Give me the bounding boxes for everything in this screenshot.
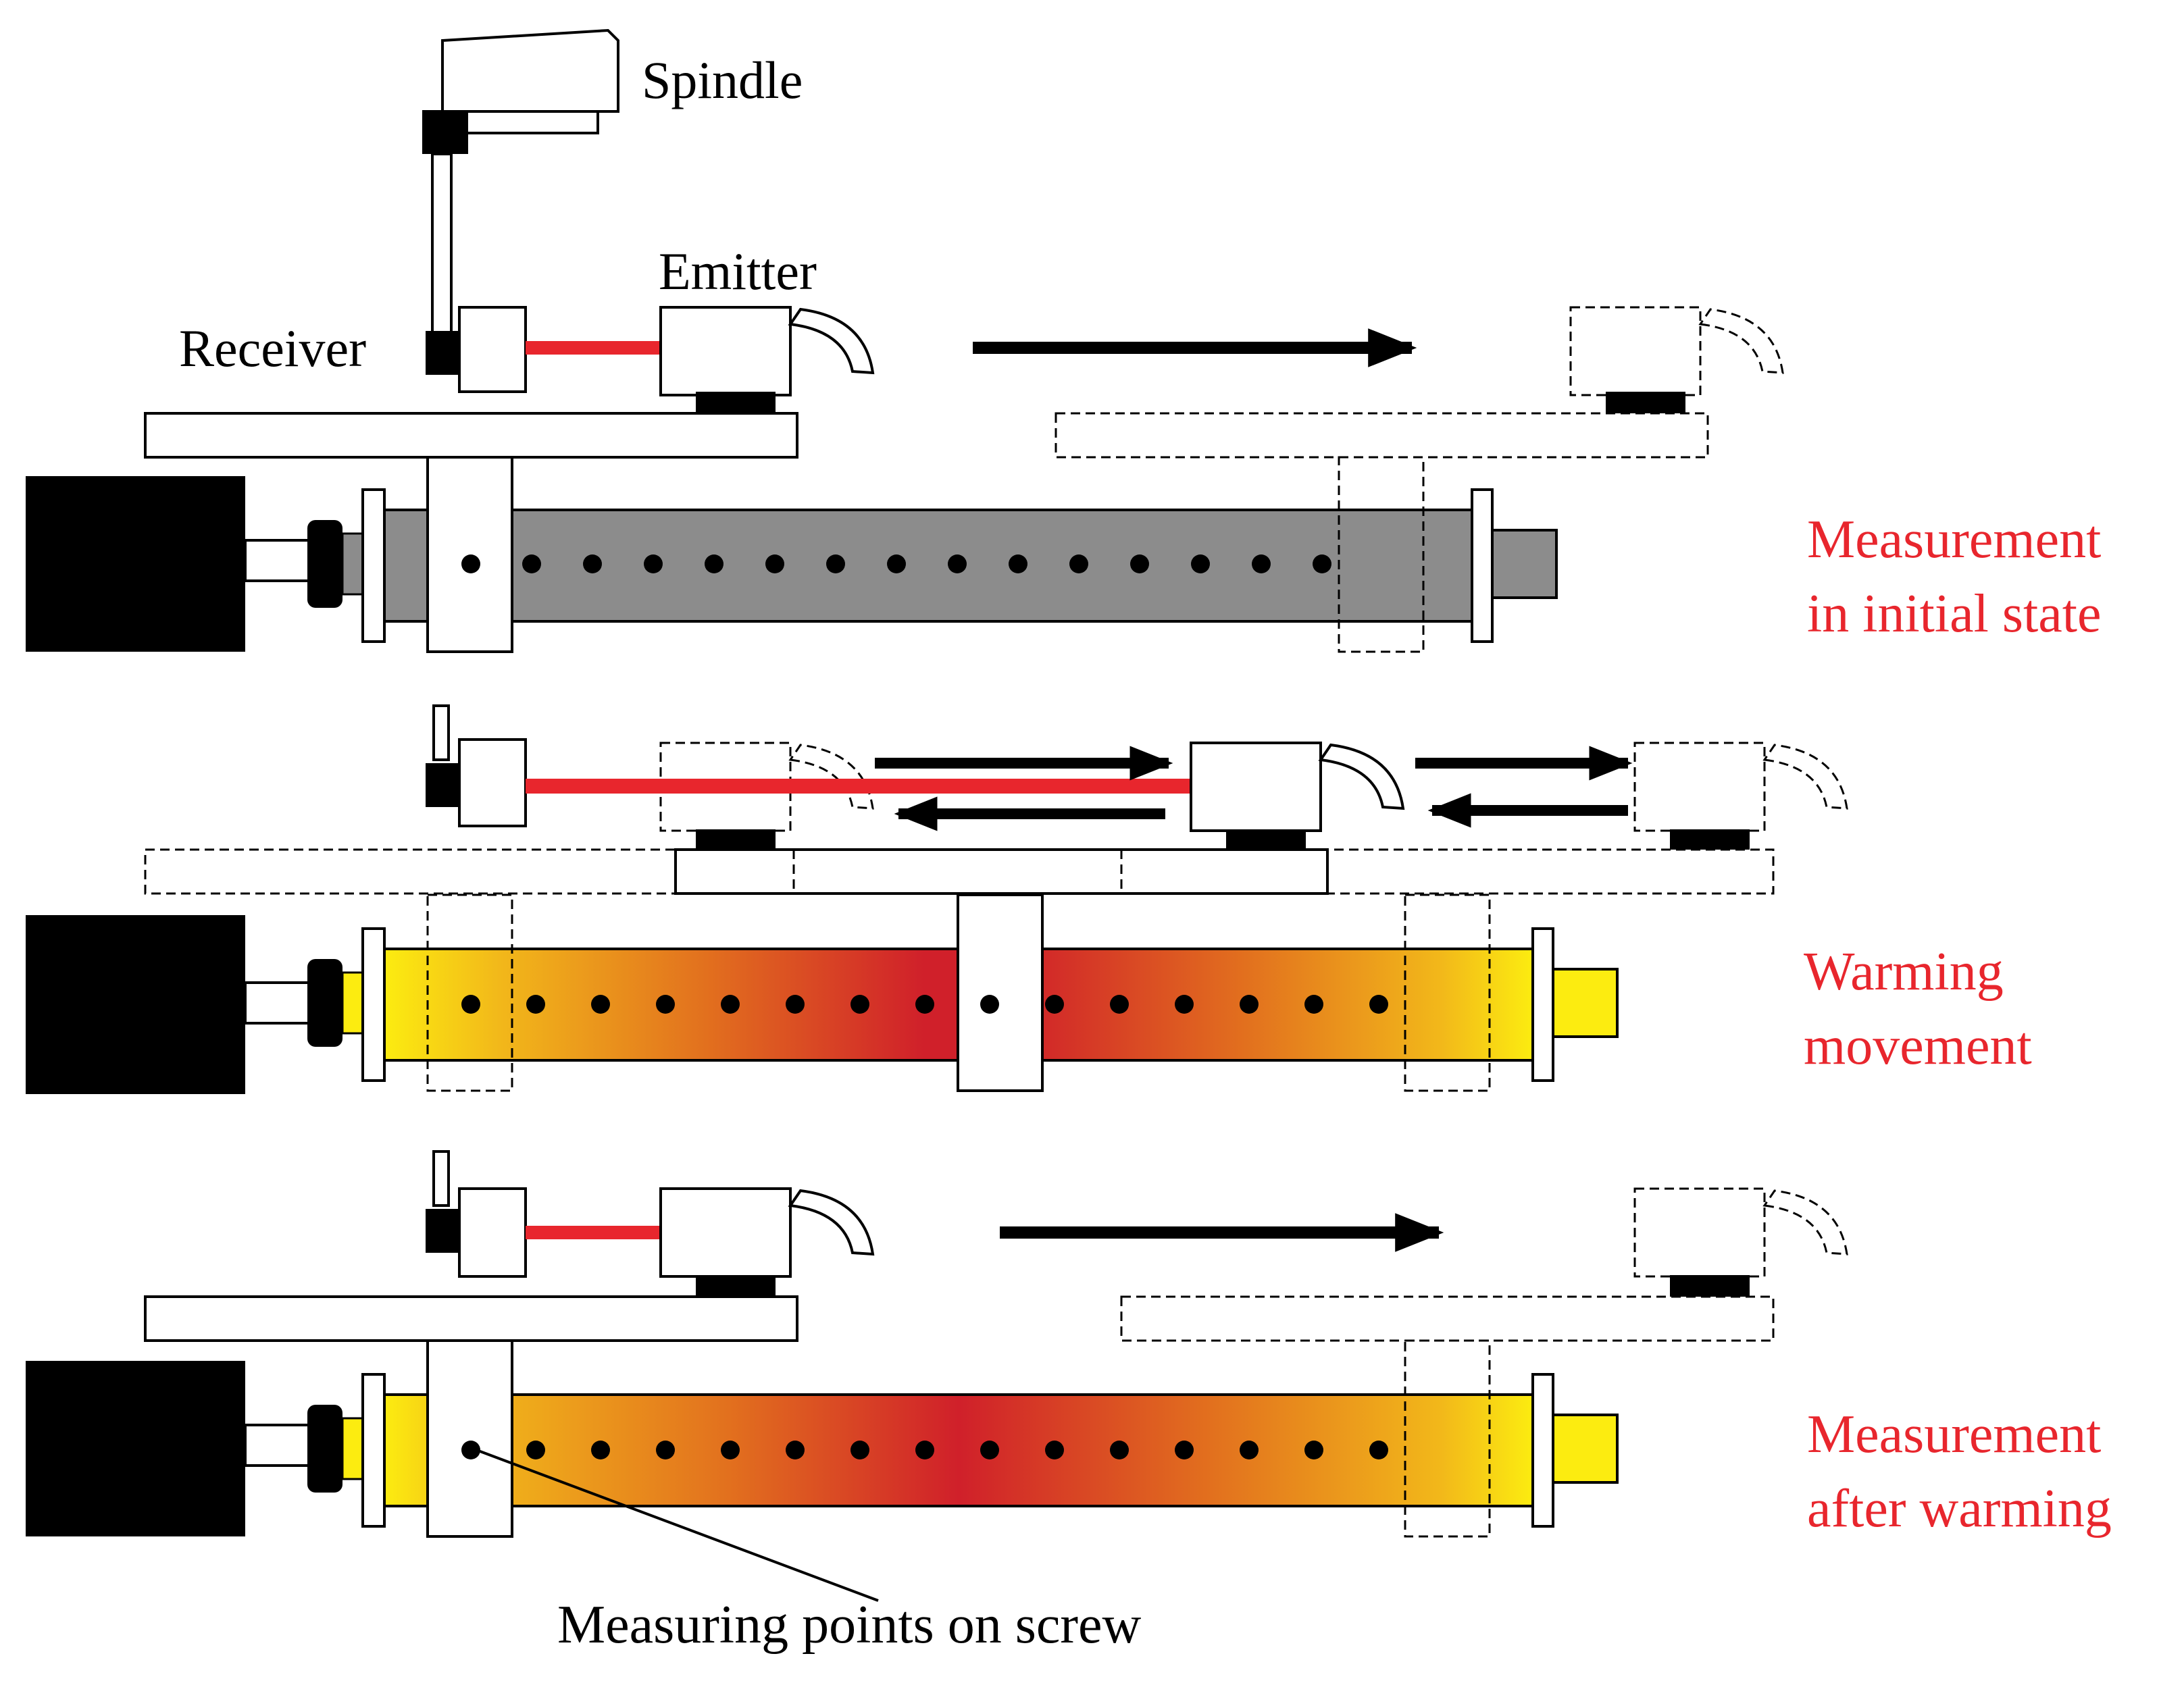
measuring-point xyxy=(850,1441,869,1459)
nut-after xyxy=(426,1339,513,1538)
measuring-point xyxy=(786,995,805,1014)
laser-beam xyxy=(526,341,661,355)
stage-after-label-line1: Measurement xyxy=(1807,1405,2101,1464)
emitter-warming xyxy=(1190,742,1322,832)
spindle-label: Spindle xyxy=(642,51,803,109)
measuring-point xyxy=(980,1441,999,1459)
emitter-ghost xyxy=(1569,306,1784,396)
measuring-point xyxy=(1240,1441,1259,1459)
stage-after: Measuring points on screw Measurement af… xyxy=(26,1150,2112,1655)
measuring-points-leader xyxy=(472,1447,879,1602)
measuring-point xyxy=(1369,1441,1388,1459)
measuring-point xyxy=(948,554,967,573)
laser-beam-warming xyxy=(526,779,1191,794)
receiver xyxy=(426,306,527,393)
nut-ghost xyxy=(1338,456,1425,653)
measuring-point xyxy=(1009,554,1027,573)
measuring-point xyxy=(721,1441,740,1459)
spindle xyxy=(422,28,619,334)
measuring-points-after xyxy=(461,1441,1388,1459)
receiver-label: Receiver xyxy=(179,319,366,378)
stage-warming: Warming movement xyxy=(26,704,2032,1094)
measuring-point xyxy=(656,995,675,1014)
stage-initial: Spindle Receiver Emitter xyxy=(26,28,2101,653)
measuring-points-label: Measuring points on screw xyxy=(557,1595,1142,1655)
measuring-point xyxy=(915,1441,934,1459)
measuring-point xyxy=(1045,995,1064,1014)
screw-cold xyxy=(383,509,1473,623)
carriage-plate-warming xyxy=(674,848,1329,895)
measuring-point xyxy=(786,1441,805,1459)
measuring-point xyxy=(1130,554,1149,573)
receiver-warming xyxy=(458,738,527,827)
measuring-point xyxy=(1252,554,1271,573)
motor-block xyxy=(26,1361,245,1536)
emitter-label: Emitter xyxy=(659,242,817,301)
nut-warming xyxy=(957,894,1044,1092)
motor-block xyxy=(26,476,245,652)
measuring-point xyxy=(1240,995,1259,1014)
carriage-plate-ghost xyxy=(1055,412,1709,459)
measuring-point xyxy=(1304,995,1323,1014)
stage-initial-label-line2: in initial state xyxy=(1807,584,2101,644)
measuring-point xyxy=(915,995,934,1014)
measuring-point xyxy=(721,995,740,1014)
measuring-point xyxy=(522,554,541,573)
measuring-point xyxy=(1313,554,1331,573)
measuring-point xyxy=(887,554,906,573)
measuring-point xyxy=(765,554,784,573)
nut xyxy=(426,456,513,653)
measuring-point xyxy=(644,554,663,573)
receiver-after xyxy=(458,1187,527,1278)
carriage-plate xyxy=(144,412,798,459)
measuring-point xyxy=(1191,554,1210,573)
motor-block xyxy=(26,915,245,1094)
laser-beam-after xyxy=(526,1226,661,1239)
measuring-point xyxy=(461,554,480,573)
measuring-point xyxy=(1069,554,1088,573)
measuring-point xyxy=(526,995,545,1014)
measuring-point xyxy=(656,1441,675,1459)
measuring-point xyxy=(583,554,602,573)
measuring-point xyxy=(826,554,845,573)
measuring-points-warming xyxy=(461,995,1388,1014)
measuring-point xyxy=(705,554,723,573)
emitter xyxy=(659,306,875,413)
measuring-point xyxy=(591,995,610,1014)
measuring-point xyxy=(1110,1441,1129,1459)
measuring-point xyxy=(980,995,999,1014)
emitter-after xyxy=(659,1187,792,1278)
measuring-point xyxy=(850,995,869,1014)
measuring-point xyxy=(1175,1441,1194,1459)
measuring-point xyxy=(461,1441,480,1459)
stage-warming-label-line1: Warming xyxy=(1804,942,2004,1002)
stage-initial-label-line1: Measurement xyxy=(1807,510,2101,569)
measuring-point xyxy=(591,1441,610,1459)
measuring-point xyxy=(526,1441,545,1459)
measuring-point xyxy=(1175,995,1194,1014)
measuring-point xyxy=(1304,1441,1323,1459)
carriage-plate-after xyxy=(144,1295,798,1342)
stage-after-label-line2: after warming xyxy=(1807,1479,2112,1538)
screw-after xyxy=(383,1393,1534,1507)
measuring-point xyxy=(461,995,480,1014)
measuring-points-initial xyxy=(461,554,1331,573)
stage-warming-label-line2: movement xyxy=(1804,1016,2032,1076)
measuring-point xyxy=(1369,995,1388,1014)
measuring-point xyxy=(1045,1441,1064,1459)
measuring-point xyxy=(1110,995,1129,1014)
